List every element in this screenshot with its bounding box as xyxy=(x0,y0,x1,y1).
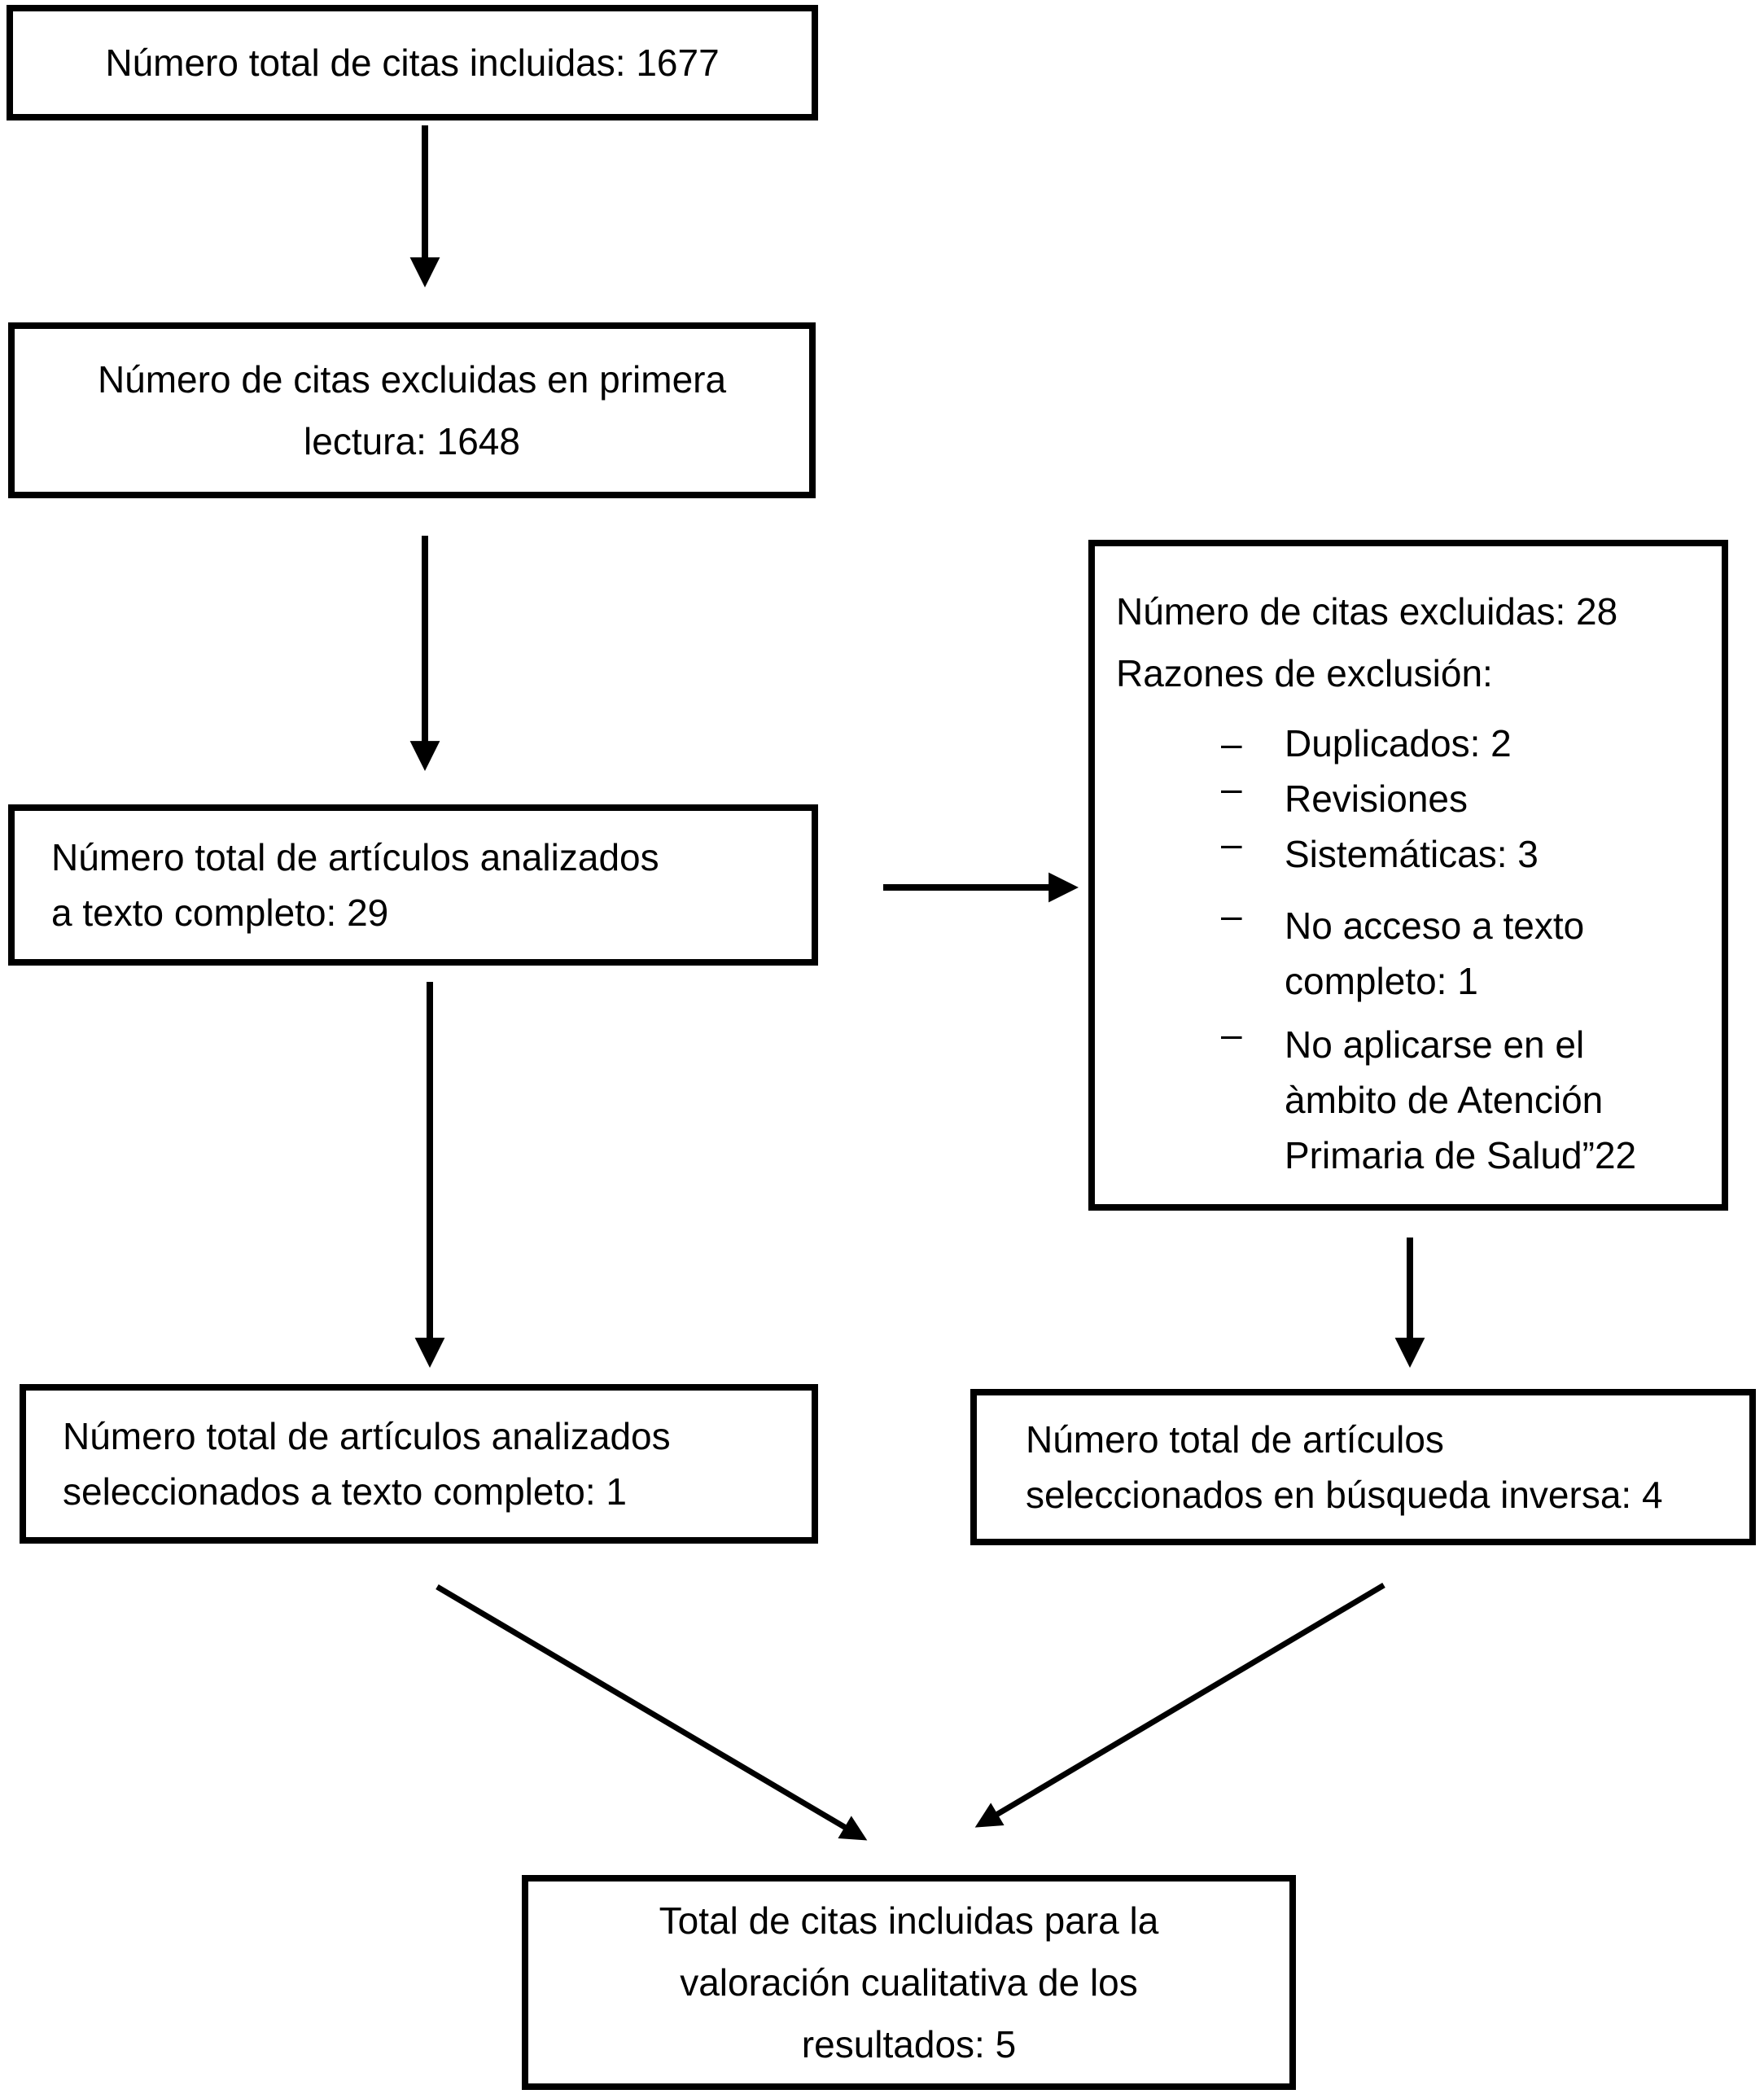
box-fulltext-articles-selected-text: Número total de artículos analizados sel… xyxy=(63,1415,671,1513)
exclusion-reasons-subtitle: Razones de exclusión: xyxy=(1116,652,1493,694)
box-reverse-search-selected: Número total de artículos seleccionados … xyxy=(970,1389,1756,1545)
dash-bullet-icon: – xyxy=(1221,822,1242,865)
box-citations-excluded-first-reading: Número de citas excluidas en primera lec… xyxy=(8,322,816,498)
box-total-citations-included-text: Número total de citas incluidas: 1677 xyxy=(105,42,720,84)
list-item-text: Sistemáticas: 3 xyxy=(1285,833,1539,875)
dash-bullet-icon: – xyxy=(1221,1013,1242,1055)
dash-bullet-icon: – xyxy=(1221,767,1242,809)
list-item-text: No aplicarse en el àmbito de Atención Pr… xyxy=(1285,1023,1637,1176)
list-item-text: Revisiones xyxy=(1285,778,1468,820)
box-citations-excluded-first-reading-text: Número de citas excluidas en primera lec… xyxy=(97,358,727,462)
box-exclusion-reasons: Número de citas excluidas: 28 Razones de… xyxy=(1088,540,1728,1211)
dash-bullet-icon: – xyxy=(1221,894,1242,936)
exclusion-reasons-list: – Duplicados: 2 – Revisiones – Sistemáti… xyxy=(1116,714,1705,1183)
dash-bullet-icon: – xyxy=(1221,722,1242,764)
list-item: – Sistemáticas: 3 xyxy=(1116,822,1705,882)
box-fulltext-articles-analyzed: Número total de artículos analizados a t… xyxy=(8,804,818,966)
list-item: – No aplicarse en el àmbito de Atención … xyxy=(1116,1013,1705,1183)
box-total-qualitative-assessment: Total de citas incluidas para la valorac… xyxy=(522,1875,1296,2090)
box-fulltext-articles-analyzed-text: Número total de artículos analizados a t… xyxy=(51,836,659,934)
list-item-text: Duplicados: 2 xyxy=(1285,722,1512,764)
box-fulltext-articles-selected: Número total de artículos analizados sel… xyxy=(20,1384,818,1544)
box-reverse-search-selected-text: Número total de artículos seleccionados … xyxy=(1026,1418,1663,1516)
box-total-citations-included: Número total de citas incluidas: 1677 xyxy=(7,5,818,120)
list-item: – Duplicados: 2 xyxy=(1116,716,1705,771)
box-total-qualitative-assessment-text: Total de citas incluidas para la valorac… xyxy=(659,1899,1159,2066)
list-item: – Revisiones xyxy=(1116,767,1705,826)
arrow-reverse-to-total-icon xyxy=(974,1582,1385,1828)
list-item: – No acceso a texto completo: 1 xyxy=(1116,894,1705,1009)
list-item-text: No acceso a texto completo: 1 xyxy=(1285,905,1585,1002)
arrow-selected-to-total-icon xyxy=(436,1584,868,1841)
exclusion-reasons-title: Número de citas excluidas: 28 xyxy=(1116,590,1618,633)
